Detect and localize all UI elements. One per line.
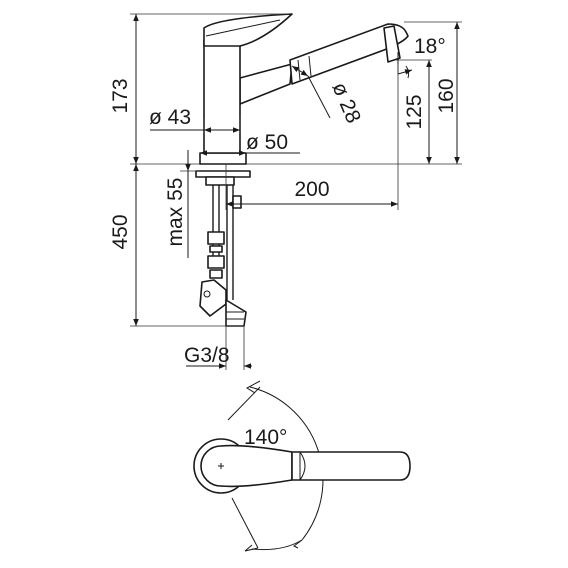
mounting-shank xyxy=(195,170,251,300)
pull-out-spout xyxy=(239,23,409,105)
base-diameter-label: ø 50 xyxy=(246,131,288,154)
base-flange xyxy=(199,152,247,165)
body-diameter-label: ø 43 xyxy=(149,106,191,129)
lever-handle xyxy=(203,13,293,47)
lever-top xyxy=(220,444,293,488)
swivel-arc-arrow-top xyxy=(246,380,261,394)
connection-thread-label: G3/8 xyxy=(184,344,230,367)
swivel-arc xyxy=(249,386,324,541)
swivel-angle-label: 140° xyxy=(244,426,287,449)
max-deck-label: max 55 xyxy=(164,178,187,247)
side-view: 173 160 125 18° ø 43 ø 50 ø 28 200 xyxy=(109,13,462,370)
spout-diameter-label: ø 28 xyxy=(327,79,365,127)
spout-clearance-label: 125 xyxy=(403,94,426,129)
height-total-label: 173 xyxy=(109,78,132,113)
outlet-height-label: 160 xyxy=(435,78,458,113)
spout-angle-label: 18° xyxy=(414,35,446,58)
swivel-arc-arrow-bottom xyxy=(244,544,259,552)
faucet-body xyxy=(203,39,241,154)
reach-label: 200 xyxy=(294,178,329,201)
hose-length-label: 450 xyxy=(109,214,132,249)
hose-connectors xyxy=(199,231,247,327)
spout-top xyxy=(291,451,411,481)
top-view: 140° xyxy=(193,380,411,552)
